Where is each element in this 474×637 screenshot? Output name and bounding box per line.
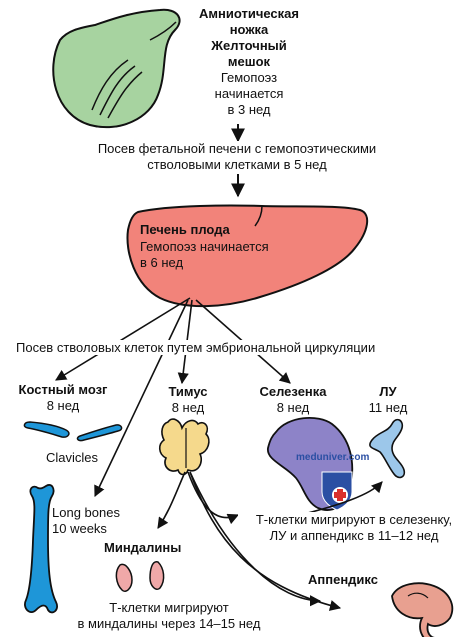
- step1-line: Посев фетальной печени с гемопоэтическим…: [97, 141, 377, 156]
- header-title-line: ножка: [229, 22, 269, 37]
- long-bones-line: Long bones: [52, 505, 120, 520]
- step1-text: Посев фетальной печени с гемопоэтическим…: [80, 141, 394, 173]
- migration2-line: Т-клетки мигрируют: [109, 600, 229, 615]
- liver-description: Гемопоэз начинается в 6 нед: [140, 239, 269, 271]
- long-bones-line: 10 weeks: [52, 521, 107, 536]
- migration1-line: ЛУ и аппендикс в 11–12 нед: [269, 528, 439, 543]
- appendix-illustration: [391, 582, 454, 637]
- tonsils-title: Миндалины: [104, 540, 182, 555]
- lymph-node-week: 11 нед: [368, 400, 408, 415]
- step1-line: стволовыми клетками в 5 нед: [147, 157, 327, 172]
- header-subtitle-line: Гемопоэз: [220, 70, 278, 85]
- fetal-liver-illustration: [126, 204, 369, 308]
- header-title-line: Желточный: [211, 38, 287, 53]
- thymus-migration-arrows: [157, 471, 342, 611]
- header-subtitle-line: начинается: [214, 86, 284, 101]
- header-subtitle-line: в 3 нед: [227, 102, 271, 117]
- migration2-line: в миндалины через 14–15 нед: [77, 616, 261, 631]
- migration2-text: Т-клетки мигрируют в миндалины через 14–…: [64, 600, 274, 632]
- clavicles-label: Clavicles: [46, 450, 99, 465]
- spleen-title: Селезенка: [259, 384, 327, 399]
- header-title-line: мешок: [227, 54, 271, 69]
- liver-title: Печень плода: [140, 222, 230, 237]
- bone-marrow-title: Костный мозг: [18, 382, 108, 397]
- spleen-week: 8 нед: [276, 400, 310, 415]
- step2-text: Посев стволовых клеток путем эмбриональн…: [14, 340, 378, 355]
- yolk-sac-illustration: [52, 8, 181, 129]
- appendix-title: Аппендикс: [308, 572, 378, 587]
- thymus-week: 8 нед: [171, 400, 205, 415]
- liver-line: в 6 нед: [140, 255, 184, 270]
- watermark-shield-icon: [321, 471, 353, 511]
- header-title: Амниотическая ножка Желточный мешок: [188, 6, 310, 70]
- arrow-to-lymph-node: [299, 481, 383, 516]
- lymph-node-illustration: [369, 418, 406, 479]
- bone-marrow-week: 8 нед: [46, 398, 80, 413]
- migration1-text: Т-клетки мигрируют в селезенку, ЛУ и апп…: [238, 512, 470, 544]
- tonsils-illustration: [115, 561, 165, 592]
- clavicles-illustration: [23, 421, 123, 442]
- lymph-node-title: ЛУ: [379, 384, 397, 399]
- thymus-title: Тимус: [168, 384, 208, 399]
- header-title-line: Амниотическая: [199, 6, 299, 21]
- migration1-line: Т-клетки мигрируют в селезенку,: [255, 512, 453, 527]
- long-bones-label: Long bones 10 weeks: [52, 505, 120, 537]
- thymus-illustration: [158, 418, 210, 476]
- long-bone-illustration: [24, 484, 58, 614]
- header-subtitle: Гемопоэз начинается в 3 нед: [188, 70, 310, 118]
- watermark-text: meduniver.com: [296, 452, 370, 463]
- liver-line: Гемопоэз начинается: [140, 239, 269, 254]
